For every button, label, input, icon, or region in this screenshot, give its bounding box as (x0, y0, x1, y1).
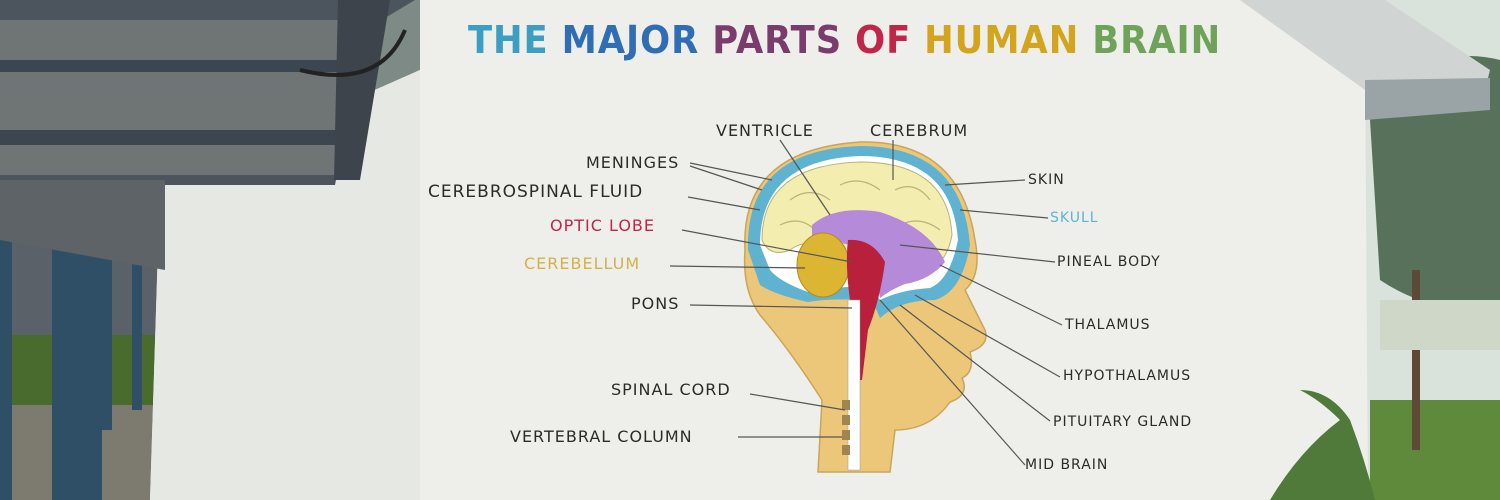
label-cerebrum: CEREBRUM (870, 121, 969, 140)
cerebellum-shape (796, 232, 850, 298)
title-word-5: HUMAN (924, 18, 1080, 62)
label-pons: PONS (631, 294, 680, 313)
label-pineal-body: PINEAL BODY (1057, 254, 1161, 270)
label-spinal-cord: SPINAL CORD (611, 380, 731, 399)
lawn (1370, 400, 1500, 500)
walkway-post-4 (0, 230, 12, 500)
canopy-underside (0, 20, 340, 175)
label-vertebral-column: VERTEBRAL COLUMN (510, 427, 693, 446)
distant-building (1380, 300, 1500, 350)
label-cerebellum: CEREBELLUM (524, 254, 641, 273)
vertebrae (842, 400, 850, 455)
label-optic-lobe: OPTIC LOBE (550, 216, 656, 235)
cable (299, 29, 407, 77)
canopy-edge (334, 0, 390, 180)
cerebrum-folds (779, 180, 941, 231)
head-diagram (743, 141, 987, 473)
canopy-beam-1 (0, 60, 340, 72)
walkway-post-3 (132, 250, 142, 410)
canopy-beam-2 (0, 130, 340, 145)
label-meninges: MENINGES (586, 153, 680, 172)
walkway-post-2 (102, 240, 112, 430)
label-hypothalamus: HYPOTHALAMUS (1063, 368, 1192, 384)
title-word-4: OF (855, 18, 912, 62)
label-ventricle: VENTRICLE (716, 121, 814, 140)
label-skull: SKULL (1050, 210, 1099, 226)
label-cerebrospinal-fluid: CEREBROSPINAL FLUID (428, 182, 644, 202)
label-pituitary-gland: PITUITARY GLAND (1053, 414, 1193, 430)
tree-trunk (1412, 270, 1420, 450)
diagram-title: THE MAJOR PARTS OF HUMAN BRAIN (468, 18, 1234, 62)
label-thalamus: THALAMUS (1065, 317, 1151, 333)
leader-lines (669, 139, 1063, 466)
title-word-1: THE (468, 18, 549, 62)
title-word-3: PARTS (712, 18, 843, 62)
title-word-6: BRAIN (1092, 18, 1222, 62)
roof-right-edge (1365, 78, 1490, 120)
tree-foliage (1370, 56, 1500, 307)
title-word-2: MAJOR (561, 18, 700, 62)
canopy-lower-roof (0, 180, 165, 270)
label-mid-brain: MID BRAIN (1025, 457, 1109, 473)
label-skin: SKIN (1028, 172, 1065, 188)
spinal-cord-shape (847, 299, 861, 471)
plant (1270, 390, 1375, 500)
